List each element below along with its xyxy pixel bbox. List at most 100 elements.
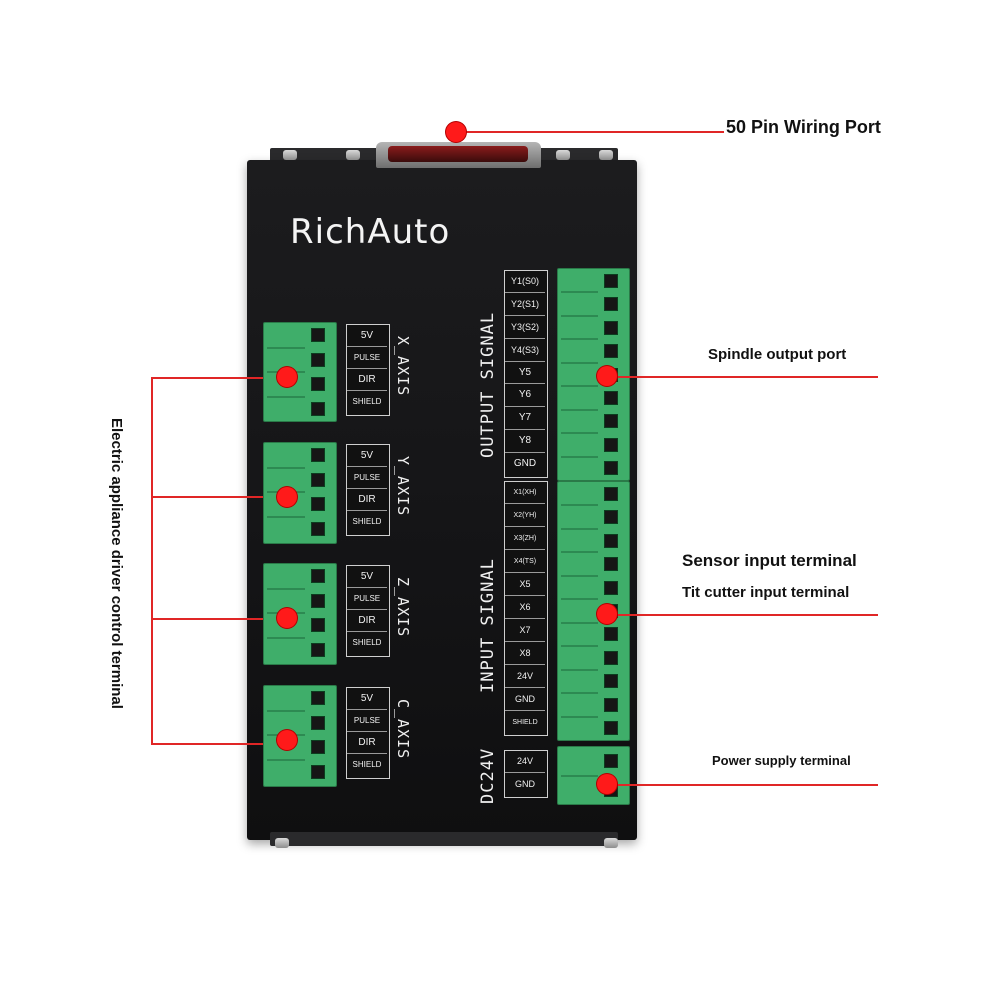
pin-port-callout-line	[456, 131, 724, 133]
axis-x-rib	[267, 346, 305, 349]
input-label-0: X1(XH)	[505, 481, 545, 504]
axis-y-label-pulse: PULSE	[347, 467, 387, 489]
axis-c-title: C_AXIS	[394, 699, 412, 760]
output-terminal-block	[557, 268, 630, 481]
output-rib	[561, 361, 598, 364]
axis-y-slot	[311, 448, 325, 463]
input-terminal-block	[557, 481, 630, 741]
axis-y-title: Y_AXIS	[394, 456, 412, 517]
axis-y-label-5v: 5V	[347, 445, 387, 467]
spindle-dot	[597, 366, 617, 386]
brand-logo-text: RichAuto	[290, 212, 451, 252]
axis-y-terminal-block	[263, 442, 337, 544]
input-rib	[561, 668, 598, 671]
output-rib	[561, 432, 598, 435]
axis-y-label-box	[346, 444, 390, 536]
axis-z-label-5v: 5V	[347, 566, 387, 588]
driver-line-y	[151, 496, 286, 498]
power-label-box	[504, 750, 548, 798]
output-slot	[604, 414, 618, 429]
screw	[283, 150, 297, 160]
axis-z-rib	[267, 587, 305, 590]
axis-x-slot	[311, 352, 325, 367]
axis-z-label-shield: SHIELD	[352, 638, 382, 647]
axis-x-label-5v: 5V	[347, 325, 387, 347]
output-label-4: Y5	[505, 362, 545, 385]
screw	[275, 838, 289, 848]
driver-line-z	[151, 618, 286, 620]
driver-bracket-line	[151, 377, 153, 744]
axis-x-dot	[277, 367, 297, 387]
input-label-1: X2(YH)	[505, 504, 545, 527]
input-slot	[604, 650, 618, 665]
power-callout-line	[606, 784, 878, 786]
axis-z-dot	[277, 608, 297, 628]
input-label-8: 24V	[505, 665, 545, 688]
output-rib	[561, 291, 598, 294]
output-label-1: Y2(S1)	[505, 293, 545, 316]
output-slot	[604, 344, 618, 359]
axis-c-terminal-block	[263, 685, 337, 787]
axis-x-title: X_AXIS	[394, 336, 412, 397]
axis-c-slot	[311, 691, 325, 706]
axis-c-dot	[277, 730, 297, 750]
output-label-3: Y4(S3)	[505, 339, 545, 362]
power-label-1: GND	[515, 779, 535, 789]
axis-x-label-dir: DIR	[347, 369, 387, 391]
power-dot	[597, 774, 617, 794]
output-label-8: GND	[513, 458, 537, 470]
input-label-7: X8	[505, 642, 545, 665]
axis-z-slot	[311, 569, 325, 584]
output-rib	[561, 455, 598, 458]
dc24v-title: DC24V	[478, 747, 498, 804]
input-slot	[604, 557, 618, 572]
db50-connector-socket	[388, 146, 528, 162]
tit-cutter-label: Tit cutter input terminal	[682, 584, 850, 601]
input-slot	[604, 580, 618, 595]
output-signal-title: OUTPUT SIGNAL	[478, 311, 498, 458]
axis-c-slot	[311, 740, 325, 755]
input-rib	[561, 574, 598, 577]
output-label-2: Y3(S2)	[505, 316, 545, 339]
output-slot	[604, 437, 618, 452]
input-rib	[561, 551, 598, 554]
axis-c-label-pulse: PULSE	[347, 710, 387, 732]
axis-z-slot	[311, 642, 325, 657]
input-rib	[561, 598, 598, 601]
output-rib	[561, 385, 598, 388]
axis-x-slot	[311, 401, 325, 416]
axis-y-label-dir: DIR	[347, 489, 387, 511]
input-rib	[561, 645, 598, 648]
axis-c-label-5v: 5V	[347, 688, 387, 710]
driver-line-c	[151, 743, 286, 745]
input-slot	[604, 674, 618, 689]
input-rib	[561, 527, 598, 530]
axis-y-rib	[267, 466, 305, 469]
output-slot	[604, 390, 618, 405]
output-label-0: Y1(S0)	[505, 270, 545, 293]
output-label-7: Y8	[505, 430, 545, 454]
axis-z-label-pulse: PULSE	[347, 588, 387, 610]
bottom-flange	[270, 832, 618, 846]
screw	[599, 150, 613, 160]
screw	[346, 150, 360, 160]
axis-x-label-box	[346, 324, 390, 416]
input-rib	[561, 715, 598, 718]
input-dot	[597, 604, 617, 624]
input-rib	[561, 692, 598, 695]
axis-c-label-shield: SHIELD	[352, 760, 382, 769]
axis-y-label-shield: SHIELD	[352, 517, 382, 526]
axis-z-terminal-block	[263, 563, 337, 665]
input-slot	[604, 697, 618, 712]
axis-y-slot	[311, 497, 325, 512]
input-label-10: SHIELD	[512, 719, 538, 726]
axis-z-slot	[311, 618, 325, 633]
input-label-5: X6	[505, 596, 545, 619]
axis-x-slot	[311, 328, 325, 343]
output-label-5: Y6	[505, 384, 545, 408]
spindle-label: Spindle output port	[708, 346, 847, 363]
screw	[556, 150, 570, 160]
input-rib	[561, 504, 598, 507]
axis-y-slot	[311, 521, 325, 536]
axis-x-rib	[267, 395, 305, 398]
